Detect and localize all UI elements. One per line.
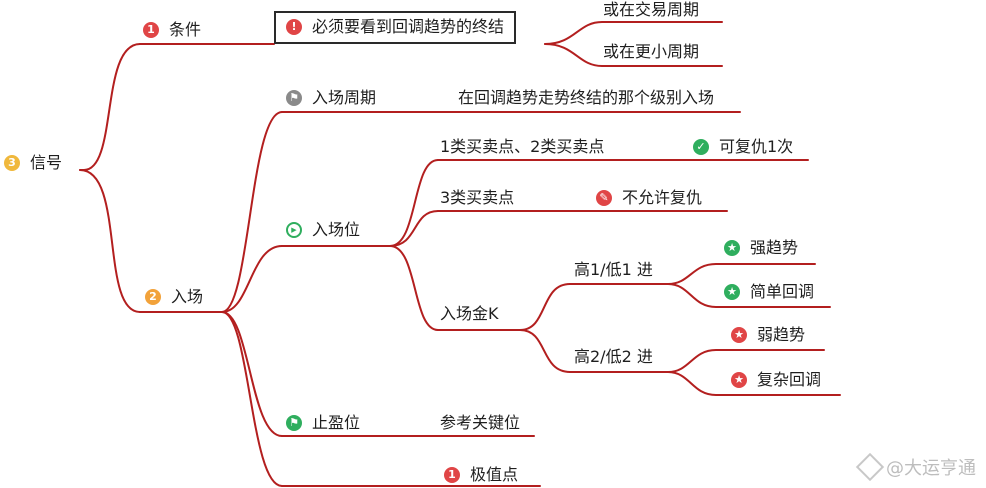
node-label: 在回调趋势走势终结的那个级别入场 <box>458 88 715 107</box>
node-strong-trend[interactable]: ★ 强趋势 <box>724 238 798 258</box>
node-repeatable-once[interactable]: ✓ 可复仇1次 <box>693 137 793 157</box>
node-complex-pullback[interactable]: ★ 复杂回调 <box>731 370 821 390</box>
node-must-see-end-of-pullback[interactable]: ! 必须要看到回调趋势的终结 <box>274 11 517 44</box>
connector-line <box>389 159 439 247</box>
node-signal[interactable]: 3 信号 <box>4 153 62 173</box>
star-icon: ★ <box>724 284 740 300</box>
watermark-logo-icon <box>855 452 885 482</box>
node-label: 简单回调 <box>750 282 815 301</box>
node-take-profit[interactable]: ⚑ 止盈位 <box>286 413 360 433</box>
node-entry-period-desc[interactable]: 在回调趋势走势终结的那个级别入场 <box>458 88 714 108</box>
number-1-badge-icon: 1 <box>444 467 460 483</box>
connector-line <box>544 43 723 67</box>
connector-line <box>667 263 816 285</box>
node-label: 高2/低2 进 <box>574 347 653 366</box>
node-key-level[interactable]: 参考关键位 <box>440 413 520 433</box>
connector-line <box>519 329 571 373</box>
node-label: 必须要看到回调趋势的终结 <box>312 17 505 36</box>
node-smaller-period[interactable]: 或在更小周期 <box>603 42 699 62</box>
watermark: @大运亨通 <box>855 452 976 482</box>
node-trade-period[interactable]: 或在交易周期 <box>603 0 699 20</box>
node-label: 入场 <box>171 287 204 306</box>
node-label: 强趋势 <box>750 238 799 257</box>
connector-line <box>667 371 841 396</box>
node-label: 不允许复仇 <box>622 188 703 207</box>
node-label: 参考关键位 <box>440 413 521 432</box>
node-label: 或在更小周期 <box>603 42 700 61</box>
watermark-text: @大运亨通 <box>886 458 976 479</box>
node-label: 1类买卖点、2类买卖点 <box>440 137 605 156</box>
connector-line <box>389 210 439 247</box>
node-high1-low1[interactable]: 高1/低1 进 <box>574 260 653 280</box>
connector-line <box>667 283 831 308</box>
node-simple-pullback[interactable]: ★ 简单回调 <box>724 282 814 302</box>
node-label: 3类买卖点 <box>440 188 515 207</box>
star-icon: ★ <box>724 240 740 256</box>
node-condition[interactable]: 1 条件 <box>143 20 201 40</box>
connector-line <box>221 111 283 313</box>
node-label: 高1/低1 进 <box>574 260 653 279</box>
node-label: 可复仇1次 <box>719 137 794 156</box>
connector-line <box>519 283 571 331</box>
connector-line <box>221 245 283 313</box>
node-label: 止盈位 <box>312 413 361 432</box>
star-icon: ★ <box>731 372 747 388</box>
number-3-badge-icon: 3 <box>4 155 20 171</box>
node-not-repeatable[interactable]: ✎ 不允许复仇 <box>596 188 702 208</box>
node-entry-golden-k[interactable]: 入场金K <box>440 304 499 324</box>
node-label: 弱趋势 <box>757 325 806 344</box>
number-2-badge-icon: 2 <box>145 289 161 305</box>
connector-line <box>667 349 825 373</box>
number-1-badge-icon: 1 <box>143 22 159 38</box>
node-label: 入场位 <box>312 220 361 239</box>
pin-icon: ✎ <box>596 190 612 206</box>
node-bs3[interactable]: 3类买卖点 <box>440 188 514 208</box>
node-entry-period[interactable]: ⚑ 入场周期 <box>286 88 376 108</box>
node-entry-position[interactable]: ▶ 入场位 <box>286 220 360 240</box>
play-icon: ▶ <box>286 222 302 238</box>
node-label: 或在交易周期 <box>603 0 700 19</box>
star-icon: ★ <box>731 327 747 343</box>
exclamation-badge-icon: ! <box>286 19 302 35</box>
node-extreme-point[interactable]: 1 极值点 <box>444 465 518 485</box>
node-label: 信号 <box>30 153 63 172</box>
node-high2-low2[interactable]: 高2/低2 进 <box>574 347 653 367</box>
node-label: 复杂回调 <box>757 370 822 389</box>
node-label: 条件 <box>169 20 202 39</box>
node-weak-trend[interactable]: ★ 弱趋势 <box>731 325 805 345</box>
flag-icon: ⚑ <box>286 90 302 106</box>
connector-line <box>79 169 141 313</box>
node-label: 入场金K <box>440 304 499 323</box>
flag-icon: ⚑ <box>286 415 302 431</box>
connector-line <box>544 21 723 45</box>
check-icon: ✓ <box>693 139 709 155</box>
node-label: 极值点 <box>470 465 519 484</box>
node-bs12[interactable]: 1类买卖点、2类买卖点 <box>440 137 604 157</box>
connector-line <box>221 311 283 437</box>
connector-line <box>221 311 283 487</box>
node-label: 入场周期 <box>312 88 377 107</box>
node-entry[interactable]: 2 入场 <box>145 287 203 307</box>
connector-line <box>79 43 141 171</box>
connector-line <box>389 245 439 331</box>
